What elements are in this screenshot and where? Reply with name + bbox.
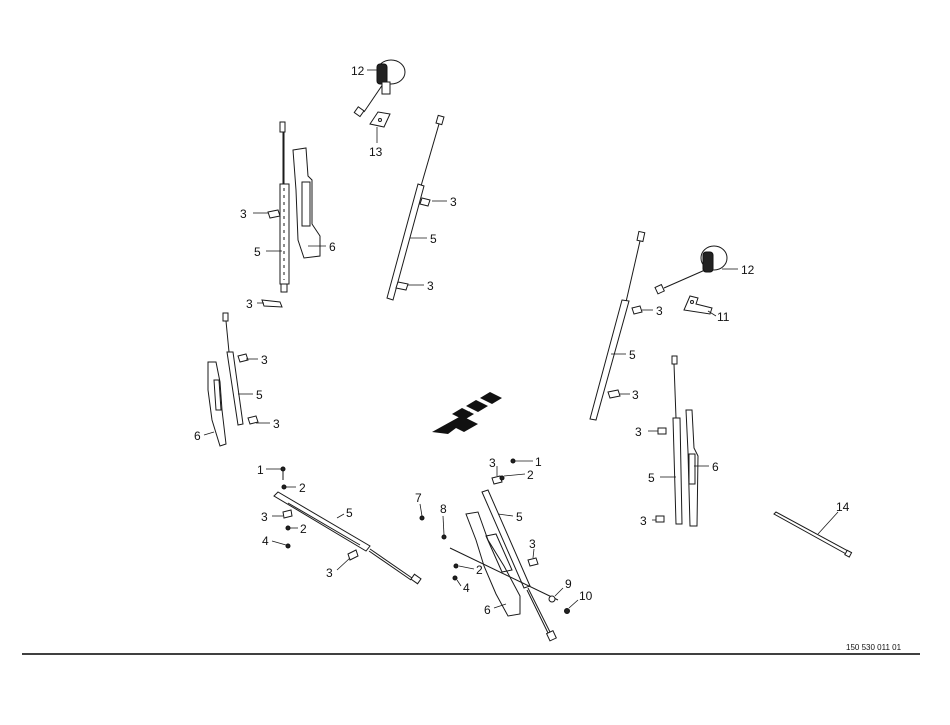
callout-6-lc: 6 [484, 603, 491, 617]
bolt-upper-center-a [419, 197, 431, 207]
gas-strut-right-upper [589, 230, 646, 421]
callout-3-uc-b: 3 [427, 279, 434, 293]
callout-3-ul-a: 3 [240, 207, 247, 221]
callout-5-uc: 5 [430, 232, 437, 246]
callout-3-r-a: 3 [656, 304, 663, 318]
bolt-right-upper-a [631, 305, 643, 315]
bolt-upper-center-b [395, 281, 409, 291]
cover-panel-middle-left [207, 361, 227, 447]
callout-4-lc: 4 [463, 581, 470, 595]
callout-3-ll-a: 3 [261, 510, 268, 524]
callout-5-rl: 5 [648, 471, 655, 485]
callout-6-rl: 6 [712, 460, 719, 474]
cover-panel-right-lower [685, 409, 699, 527]
callout-2-ll-b: 2 [300, 522, 307, 536]
callout-5-lc: 5 [516, 510, 523, 524]
gas-strut-middle-left [222, 312, 244, 426]
callout-3-ml-b: 3 [273, 417, 280, 431]
callout-10: 10 [579, 589, 593, 603]
callout-5-ul: 5 [254, 245, 261, 259]
gas-strut-upper-center [386, 114, 445, 301]
callout-5-ll: 5 [346, 506, 353, 520]
gas-strut-lower-center [449, 489, 559, 642]
callout-5-r: 5 [629, 348, 636, 362]
bolt-right-lower-a [657, 427, 667, 435]
callout-3-ml-a: 3 [261, 353, 268, 367]
hardware-stack-lower-left [280, 466, 293, 549]
callout-3-ll-b: 3 [326, 566, 333, 580]
gas-strut-upper-left [279, 121, 290, 293]
callout-5-ml: 5 [256, 388, 263, 402]
drawing-number: 150 530 011 01 [846, 643, 902, 652]
bolt-right-lower-b [655, 515, 665, 523]
callout-11: 11 [717, 310, 730, 324]
callout-13: 13 [369, 145, 383, 159]
callout-6-ul: 6 [329, 240, 336, 254]
callout-3-lc-b: 3 [529, 537, 536, 551]
callout-3-rl-a: 3 [635, 425, 642, 439]
bolt-upper-left-a [267, 209, 281, 219]
callout-2-lc-a: 2 [527, 468, 534, 482]
cover-panel-upper-left [292, 147, 321, 259]
bolt-right-upper-b [607, 389, 621, 399]
callout-8: 8 [440, 502, 447, 516]
work-light-right [654, 245, 728, 295]
direction-arrow-icon [432, 392, 502, 434]
mounting-bracket-13 [369, 111, 391, 128]
callout-1-ll: 1 [257, 463, 264, 477]
work-light-top [353, 59, 406, 118]
callout-3-lc-a: 3 [489, 456, 496, 470]
callout-2-ll-a: 2 [299, 481, 306, 495]
callout-3-ul-b: 3 [246, 297, 253, 311]
callout-1-lc: 1 [535, 455, 542, 469]
bolt-middle-left-b [247, 415, 259, 425]
callout-12-top: 12 [351, 64, 365, 78]
mounting-bracket-11 [683, 295, 713, 315]
gas-strut-lower-left [273, 491, 422, 585]
callout-4-ll: 4 [262, 534, 269, 548]
cover-panel-lower-center [465, 511, 521, 617]
callout-3-r-b: 3 [632, 388, 639, 402]
gas-strut-right-lower [671, 355, 683, 525]
callout-9: 9 [565, 577, 572, 591]
callout-12-right: 12 [741, 263, 755, 277]
callout-2-lc-b: 2 [476, 563, 483, 577]
callout-14: 14 [836, 500, 850, 514]
cable-tie-14 [773, 511, 853, 558]
bolt-upper-left-b [261, 299, 283, 308]
callout-6-ml: 6 [194, 429, 201, 443]
callout-3-uc-a: 3 [450, 195, 457, 209]
callout-3-rl-b: 3 [640, 514, 647, 528]
bolt-lower-left-strut [347, 549, 359, 561]
bolt-middle-left-a [237, 353, 249, 363]
callout-7: 7 [415, 491, 422, 505]
hardware-lower-center [419, 458, 570, 614]
